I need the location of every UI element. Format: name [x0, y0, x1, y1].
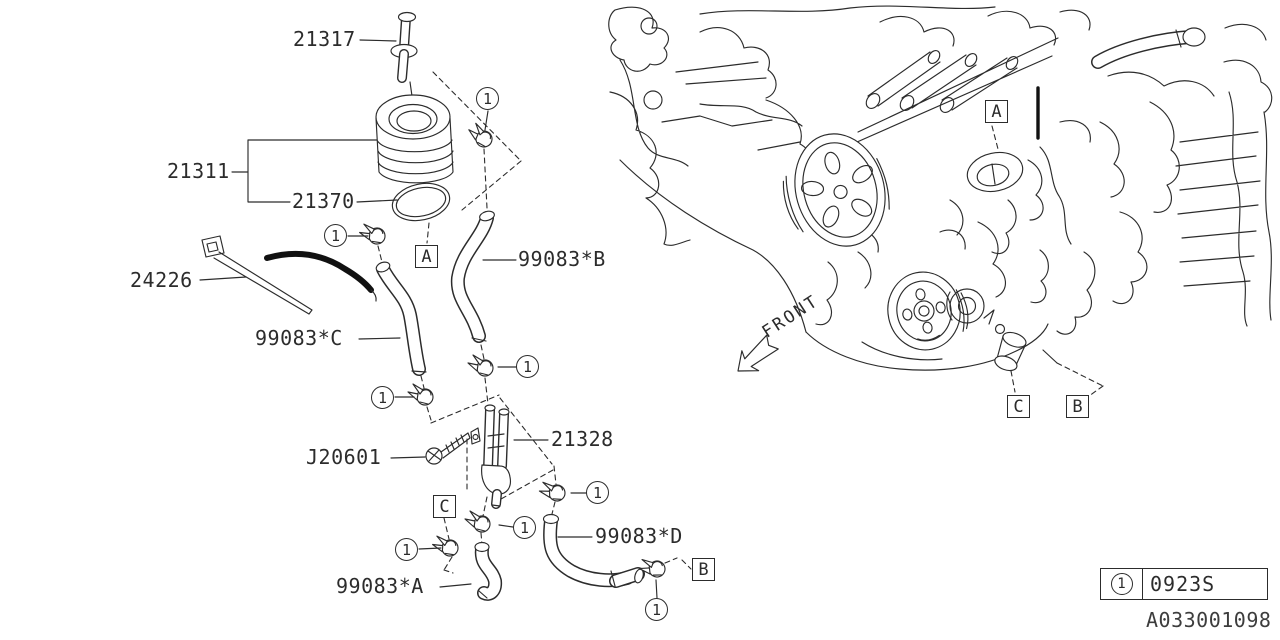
ref-box-B-part: B	[692, 558, 715, 581]
callout-1-circle[interactable]: 1	[645, 598, 668, 621]
hose-99083A-drawing	[474, 541, 503, 601]
hose-clamp-icon	[431, 533, 460, 559]
ref-box-C-part: C	[433, 495, 456, 518]
legend-part-code: 0923S	[1150, 572, 1216, 596]
engine-hose-port	[994, 331, 1027, 372]
part-label-21370[interactable]: 21370	[292, 189, 355, 213]
callout-1-circle[interactable]: 1	[513, 516, 536, 539]
part-label-21311[interactable]: 21311	[167, 159, 230, 183]
callout-1-circle[interactable]: 1	[371, 386, 394, 409]
leader-lines	[199, 39, 658, 599]
plug-21317-drawing	[390, 11, 418, 111]
callout-1-circle[interactable]: 1	[395, 538, 418, 561]
hose-clamp-icon	[358, 221, 387, 247]
ref-box-B-engine: B	[1066, 395, 1089, 418]
legend-table[interactable]: 1 0923S	[1100, 568, 1268, 600]
pipe-assembly-21328-drawing	[470, 404, 511, 509]
part-label-99083C[interactable]: 99083*C	[255, 326, 343, 350]
ref-box-A-engine: A	[985, 100, 1008, 123]
oil-cooler-21311-drawing	[375, 94, 454, 184]
hose-99083D-drawing	[542, 513, 645, 588]
ref-box-A-part: A	[415, 245, 438, 268]
legend-callout-1-circle: 1	[1110, 573, 1133, 595]
callout-1-circle[interactable]: 1	[476, 87, 499, 110]
oil-cooler-seat	[966, 151, 1024, 193]
cable-tie-24226-drawing	[201, 235, 313, 315]
engine-upper-hose	[1091, 27, 1206, 69]
ref-box-C-engine: C	[1007, 395, 1030, 418]
part-label-J20601[interactable]: J20601	[306, 445, 382, 469]
crank-pulley	[782, 133, 890, 247]
bolt-J20601-drawing	[425, 432, 471, 465]
dashed-reference-lines	[377, 71, 1104, 574]
hose-99083C-drawing	[375, 261, 427, 376]
part-label-21328[interactable]: 21328	[551, 427, 614, 451]
front-arrow-icon	[737, 334, 779, 372]
water-pump-pulley	[887, 271, 969, 351]
callout-1-circle[interactable]: 1	[586, 481, 609, 504]
rotation-arc	[264, 250, 377, 302]
drawing-number: A033001098	[1146, 608, 1272, 632]
legend-callout-cell: 1	[1101, 569, 1143, 599]
hose-clamp-icon	[467, 354, 494, 377]
part-label-99083D[interactable]: 99083*D	[595, 524, 683, 548]
engine-illustration	[608, 5, 1273, 372]
gasket-21370-drawing	[391, 182, 451, 222]
callout-1-circle[interactable]: 1	[516, 355, 539, 378]
hose-clamp-icon	[464, 121, 496, 150]
part-label-99083B[interactable]: 99083*B	[518, 247, 606, 271]
callout-1-circle[interactable]: 1	[324, 224, 347, 247]
part-label-99083A[interactable]: 99083*A	[336, 574, 424, 598]
part-label-24226[interactable]: 24226	[130, 268, 193, 292]
part-label-21317[interactable]: 21317	[293, 27, 356, 51]
hose-clamp-icon	[407, 383, 434, 406]
hose-clamp-icon	[464, 510, 491, 533]
hose-99083B-drawing	[450, 210, 495, 343]
hose-clamp-icon	[537, 478, 567, 505]
